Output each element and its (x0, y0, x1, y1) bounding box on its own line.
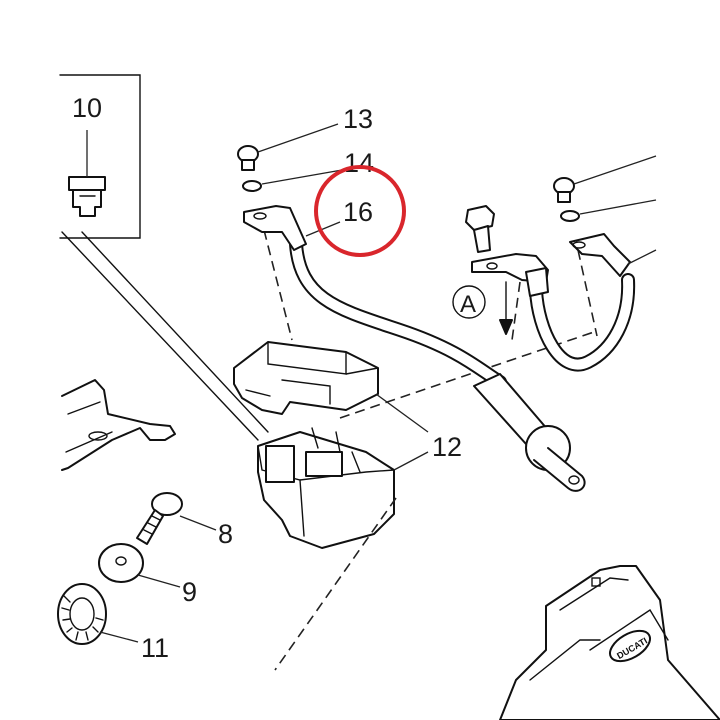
leader-13 (257, 123, 339, 153)
fuse-box-cover (233, 341, 379, 415)
callout-14: 14 (344, 148, 374, 178)
fuse-inset-box (59, 74, 269, 441)
screw-8 (136, 492, 183, 545)
leader-12b (393, 451, 429, 471)
bolt-right (465, 205, 495, 253)
callout-12: 12 (432, 432, 462, 462)
leader-right-3 (627, 249, 657, 265)
view-marker-a: A (452, 281, 513, 335)
short-cable (525, 233, 636, 372)
bolt-13 (237, 145, 259, 171)
electronic-unit (499, 565, 720, 720)
callout-9: 9 (182, 577, 197, 607)
callout-8: 8 (218, 519, 233, 549)
fuse-icon (68, 176, 106, 217)
leader-16 (305, 221, 341, 237)
callout-11: 11 (141, 633, 169, 663)
washer-14 (242, 180, 262, 192)
callout-13: 13 (343, 104, 373, 134)
leader-8 (179, 515, 217, 531)
highlight-ring (314, 165, 406, 257)
fuse-box-body (257, 427, 395, 549)
battery-cable (289, 237, 586, 492)
callout-16: 16 (343, 197, 373, 227)
mounting-bracket (61, 379, 176, 471)
assembly-lines (263, 229, 598, 671)
view-marker-label: A (460, 291, 476, 318)
cable-terminal-16 (243, 205, 307, 251)
bolt-right-top (553, 177, 580, 222)
leader-12 (375, 393, 429, 433)
leader-14 (261, 169, 343, 185)
leader-9 (137, 574, 181, 588)
washer-9 (98, 543, 144, 583)
leader-right-2 (579, 199, 657, 215)
leader-11 (99, 631, 139, 643)
spring-nut-11 (57, 583, 107, 645)
leader-right-1 (573, 155, 657, 185)
callout-10: 10 (72, 93, 102, 123)
